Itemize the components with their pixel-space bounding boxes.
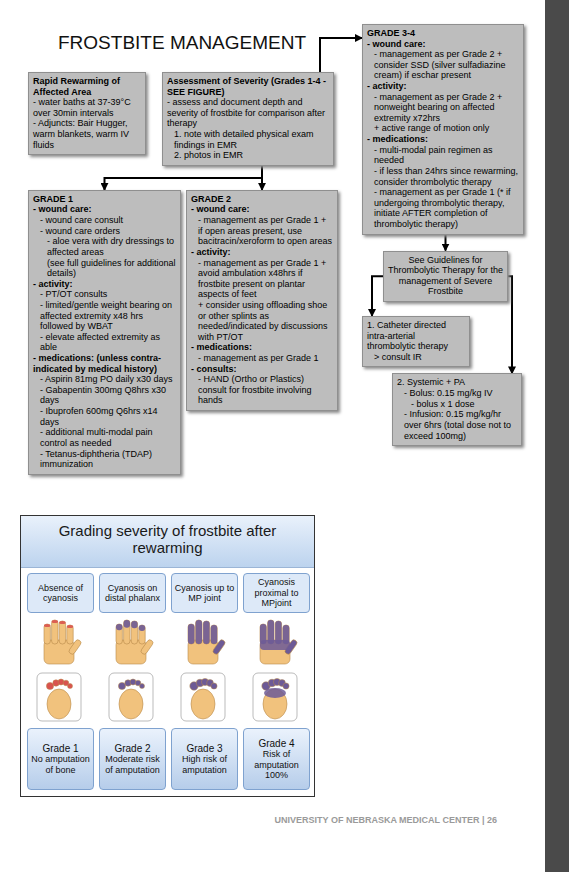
node-text: Risk of amputation 100% <box>246 749 307 780</box>
node-text: - management as per Grade 1 (* if underg… <box>374 187 519 229</box>
flow-arrow <box>508 276 512 373</box>
node-text: Grading severity of frostbite after rewa… <box>21 516 314 568</box>
node-text: High risk of amputation <box>174 754 235 775</box>
node-text: - management as per Grade 2 + nonweight … <box>374 92 519 124</box>
node-text: - Adjuncts: Bair Hugger, warm blankets, … <box>33 118 141 150</box>
grade-box: GRADE 2- wound care:- management as per … <box>186 190 338 411</box>
node-text: GRADE 1 <box>33 194 176 205</box>
node-text: - activity: <box>191 247 333 258</box>
therapy-box: 1. Catheter directed intra-arterial thro… <box>362 316 470 367</box>
node-text: - elevate affected extremity as able <box>40 332 176 353</box>
node-text: 1. Catheter directed intra-arterial thro… <box>367 320 465 352</box>
node-text: See Guidelines for Thrombolytic Therapy … <box>388 255 503 297</box>
node-text: - additional multi-modal pain control as… <box>40 427 176 448</box>
node-text: Assessment of Severity (Grades 1-4 - SEE… <box>167 76 329 97</box>
node-text: 2. photos in EMR <box>174 150 329 161</box>
node-text: - multi-modal pain regimen as needed <box>374 145 519 166</box>
cyanosis-box: Absence of cyanosis <box>27 573 94 613</box>
node-text: GRADE 2 <box>191 194 333 205</box>
node-text: - consults: <box>191 364 333 375</box>
node-text: - Ibuprofen 600mg Q6hrs x14 days <box>40 406 176 427</box>
node-text: Cyanosis up to MP joint <box>174 583 235 604</box>
node-text: Moderate risk of amputation <box>102 754 163 775</box>
node-text: Grade 2 <box>114 743 150 755</box>
node-text: - Tetanus-diphtheria (TDAP) immunization <box>40 449 176 470</box>
node-text: - aloe vera with dry dressings to affect… <box>47 236 176 257</box>
node-text: - if less than 24hrs since rewarming, co… <box>374 166 519 187</box>
cyanosis-box: Cyanosis on distal phalanx <box>99 573 166 613</box>
node-text: - wound care consult <box>40 215 176 226</box>
node-text: Cyanosis proximal to MPjoint <box>246 577 307 608</box>
node-text: Rapid Rewarming of Affected Area <box>33 76 141 97</box>
cyanosis-box: Cyanosis proximal to MPjoint <box>243 573 310 613</box>
node-text: - medications: <box>191 342 333 353</box>
node-text: - bolus x 1 dose <box>411 399 517 410</box>
node-text: + consider using offloading shoe or othe… <box>198 300 333 342</box>
node-text: 1. note with detailed physical exam find… <box>174 129 329 150</box>
node-text: - Infusion: 0.15 mg/kg/hr over 6hrs (tot… <box>404 409 517 441</box>
node-text: + active range of motion only <box>374 123 519 134</box>
node-text: - wound care: <box>33 204 176 215</box>
node-text: Grade 1 <box>42 743 78 755</box>
grade-label-box: Grade 4Risk of amputation 100% <box>243 728 310 790</box>
page-title: FROSTBITE MANAGEMENT <box>58 32 306 54</box>
grade-box: GRADE 1- wound care:- wound care consult… <box>28 190 181 475</box>
process-box: Rapid Rewarming of Affected Area- water … <box>28 72 146 155</box>
node-text: - assess and document depth and severity… <box>167 97 329 129</box>
node-text: - Aspirin 81mg PO daily x30 days <box>40 374 176 385</box>
guideline-box: See Guidelines for Thrombolytic Therapy … <box>383 251 508 302</box>
flow-arrow <box>320 38 362 72</box>
node-text: - management as per Grade 1 <box>198 353 333 364</box>
footer-text: UNIVERSITY OF NEBRASKA MEDICAL CENTER | … <box>275 815 497 825</box>
grade-box: GRADE 3-4- wound care:- management as pe… <box>362 24 524 235</box>
node-text: - management as per Grade 2 + consider S… <box>374 49 519 81</box>
node-text: - wound care: <box>191 204 333 215</box>
flow-arrow <box>445 235 447 251</box>
node-text: - management as per Grade 1 + avoid ambu… <box>198 258 333 300</box>
node-text: - medications: <box>367 134 519 145</box>
node-text: GRADE 3-4 <box>367 28 519 39</box>
node-text: - wound care orders <box>40 226 176 237</box>
node-text: - medications: (unless contra-indicated … <box>33 353 176 374</box>
node-text: Absence of cyanosis <box>30 583 91 604</box>
node-text: No amputation of bone <box>30 754 91 775</box>
flow-arrow <box>105 166 263 190</box>
node-text: Cyanosis on distal phalanx <box>102 583 163 604</box>
node-text: (see full guidelines for additional deta… <box>47 258 176 279</box>
flow-arrow <box>372 276 383 316</box>
grading-figure: Grading severity of frostbite after rewa… <box>20 515 315 797</box>
node-text: Grade 4 <box>258 738 294 750</box>
node-text: - HAND (Ortho or Plastics) consult for f… <box>198 374 333 406</box>
grade-label-box: Grade 1No amputation of bone <box>27 728 94 790</box>
therapy-box: 2. Systemic + PA- Bolus: 0.15 mg/kg IV- … <box>392 373 522 446</box>
node-text: Grade 3 <box>186 743 222 755</box>
node-text: - PT/OT consults <box>40 289 176 300</box>
grade-label-box: Grade 3High risk of amputation <box>171 728 238 790</box>
node-text: - management as per Grade 1 + if open ar… <box>198 215 333 247</box>
node-text: - water baths at 37-39°C over 30min inte… <box>33 97 141 118</box>
cyanosis-box: Cyanosis up to MP joint <box>171 573 238 613</box>
node-text: - Bolus: 0.15 mg/kg IV <box>404 388 517 399</box>
node-text: 2. Systemic + PA <box>397 377 517 388</box>
node-text: - Gabapentin 300mg Q8hrs x30 days <box>40 385 176 406</box>
process-box: Assessment of Severity (Grades 1-4 - SEE… <box>162 72 334 166</box>
grade-label-box: Grade 2Moderate risk of amputation <box>99 728 166 790</box>
node-text: - wound care: <box>367 39 519 50</box>
node-text: - activity: <box>33 279 176 290</box>
flow-arrow <box>261 166 263 190</box>
node-text: > consult IR <box>374 352 465 363</box>
node-text: - activity: <box>367 81 519 92</box>
side-bar <box>545 0 569 872</box>
node-text: - limited/gentle weight bearing on affec… <box>40 300 176 332</box>
